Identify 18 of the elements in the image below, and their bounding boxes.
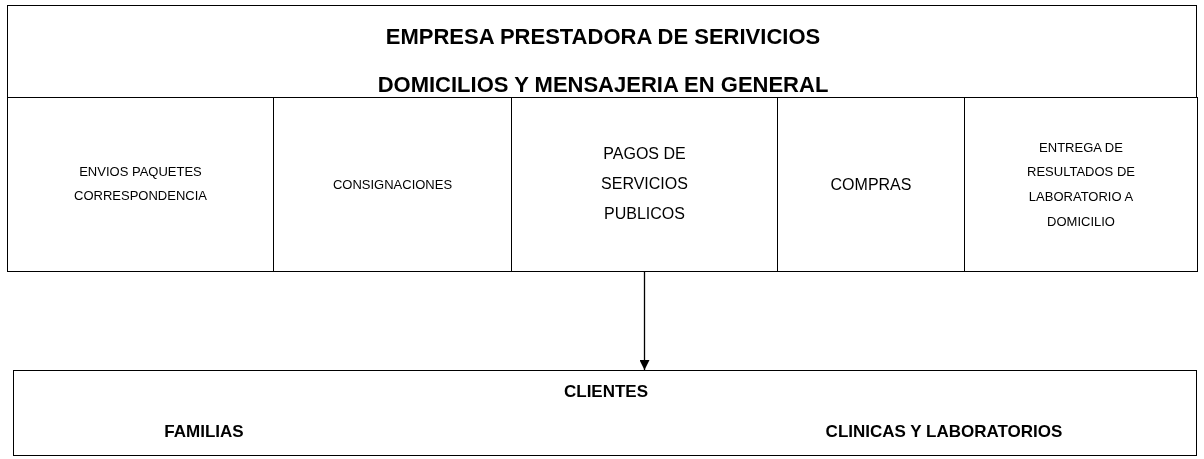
service-text: ENTREGA DE RESULTADOS DE LABORATORIO A DOMICILIO (1026, 138, 1136, 231)
header-box (7, 5, 1197, 271)
client-box (13, 370, 1197, 456)
table-cell (511, 97, 778, 272)
service-text: CONSIGNACIONES (331, 175, 454, 194)
heading: CLIENTES (562, 381, 650, 403)
service-text: PAGOS DE SERVICIOS PUBLICOS (600, 143, 689, 225)
table-cell (777, 97, 965, 272)
text: CLINICAS Y LABORATORIOS (824, 421, 1064, 443)
service-text: COMPRAS (829, 174, 913, 195)
service-text: ENVIOS PAQUETES CORRESPONDENCIA (73, 162, 208, 206)
table-cell (273, 97, 512, 272)
table-cell (7, 97, 274, 272)
text: DOMICILIOS Y MENSAJERIA EN GENERAL (376, 71, 830, 99)
text: FAMILIAS (163, 421, 245, 443)
arrow (639, 271, 650, 371)
heading: EMPRESA PRESTADORA DE SERIVICIOS (384, 23, 822, 51)
table-cell (964, 97, 1198, 272)
